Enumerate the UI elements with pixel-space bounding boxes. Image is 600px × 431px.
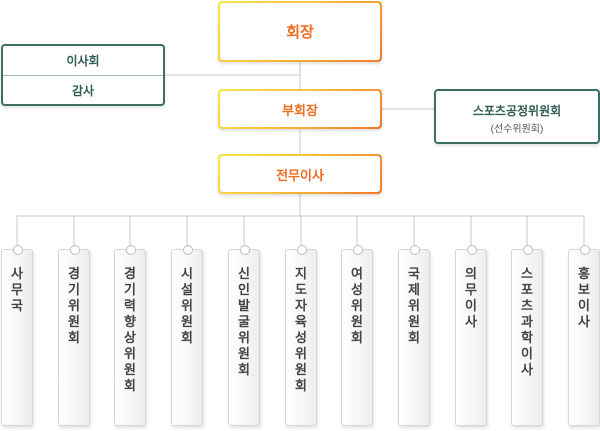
committee-box: 의무이사 <box>455 245 487 426</box>
committee-box: 경기위원회 <box>58 245 90 426</box>
committee-box: 경기력향상위원회 <box>114 245 146 426</box>
committee-box: 시설위원회 <box>171 245 203 426</box>
chairman-label: 회장 <box>286 24 314 41</box>
board-directors-label: 이사회 <box>66 54 100 68</box>
managing-director-label: 전무이사 <box>276 167 324 183</box>
chairman-box: 회장 <box>218 1 382 62</box>
committee-label: 사무국 <box>11 266 23 313</box>
committee-box: 신인발굴위원회 <box>228 245 260 426</box>
committee-connector-dot <box>353 245 363 255</box>
fair-play-committee-title: 스포츠공정위원회 <box>472 104 562 118</box>
committee-box: 사무국 <box>1 245 33 426</box>
committee-box: 여성위원회 <box>341 245 373 426</box>
committee-connector-dot <box>580 245 590 255</box>
board-box: 이사회 감사 <box>1 44 165 106</box>
committee-connector-dot <box>297 245 307 255</box>
auditor-label: 감사 <box>71 83 95 98</box>
committee-label: 여성위원회 <box>351 266 363 345</box>
committee-box: 국제위원회 <box>398 245 430 426</box>
committee-label: 의무이사 <box>465 266 477 329</box>
fair-play-committee-subtitle: (선수위원회) <box>490 124 544 135</box>
vice-chairman-box: 부회장 <box>218 89 382 129</box>
committee-connector-dot <box>240 245 250 255</box>
committee-label: 국제위원회 <box>408 266 420 345</box>
managing-director-box: 전무이사 <box>218 154 382 194</box>
fair-play-committee-box: 스포츠공정위원회 (선수위원회) <box>434 89 600 144</box>
committee-connector-dot <box>467 245 477 255</box>
committee-label: 경기위원회 <box>68 266 80 345</box>
board-divider <box>3 75 163 76</box>
committee-box: 홍보이사 <box>568 245 600 426</box>
committee-label: 신인발굴위원회 <box>238 266 250 377</box>
committee-box: 지도자육성위원회 <box>285 245 317 426</box>
committee-label: 시설위원회 <box>181 266 193 345</box>
committee-connector-dot <box>126 245 136 255</box>
committee-label: 경기력향상위원회 <box>124 266 136 393</box>
committee-connector-dot <box>410 245 420 255</box>
committee-label: 스포츠과학이사 <box>521 266 533 377</box>
committee-label: 홍보이사 <box>578 266 590 329</box>
committee-connector-dot <box>70 245 80 255</box>
committee-connector-dot <box>13 245 23 255</box>
vice-chairman-label: 부회장 <box>282 102 318 118</box>
committee-connector-dot <box>523 245 533 255</box>
committee-label: 지도자육성위원회 <box>295 266 307 393</box>
committee-connector-dot <box>183 245 193 255</box>
committee-box: 스포츠과학이사 <box>511 245 543 426</box>
